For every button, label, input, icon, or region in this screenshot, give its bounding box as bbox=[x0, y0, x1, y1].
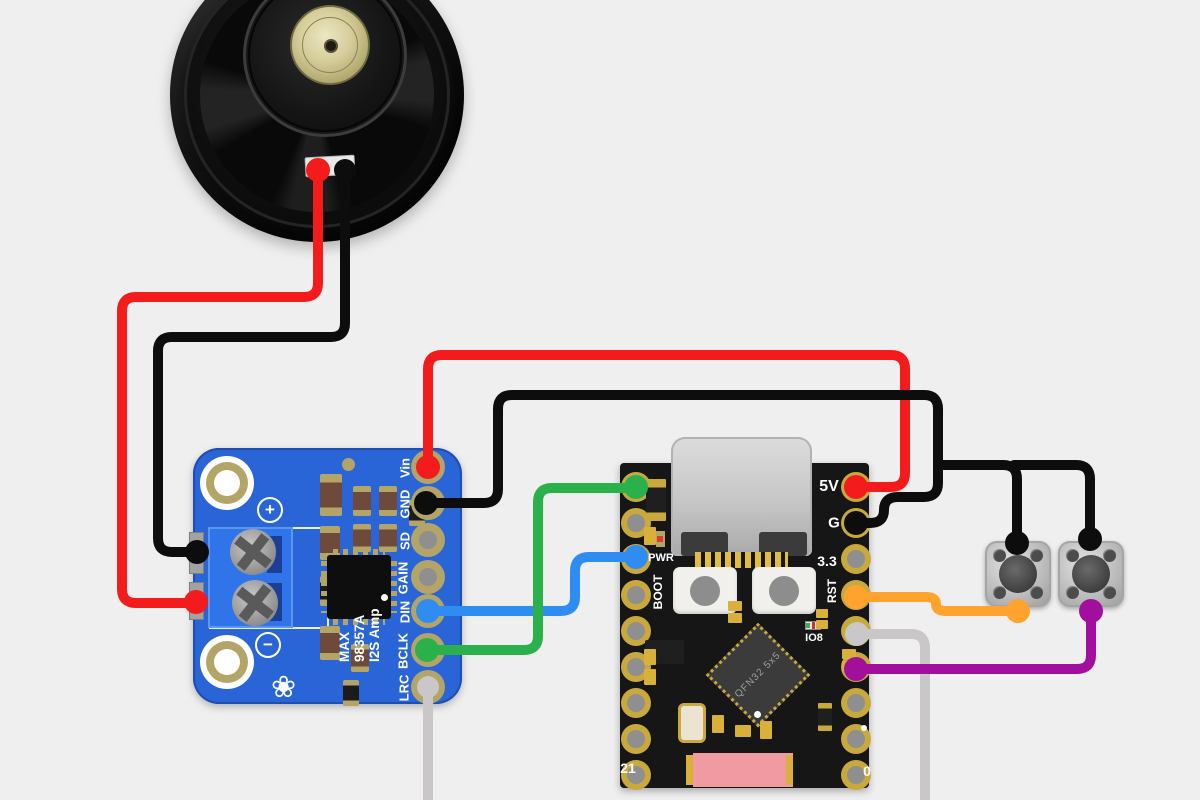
dot-speaker-black bbox=[334, 159, 356, 181]
wire-bclk-green bbox=[422, 483, 641, 655]
power-led bbox=[656, 531, 665, 547]
wire-speaker-red bbox=[117, 165, 323, 608]
smd-part bbox=[712, 715, 724, 733]
pad-sd bbox=[411, 523, 445, 557]
esp-pad-right-7 bbox=[841, 688, 871, 718]
smd-capacitor bbox=[320, 626, 340, 660]
esp-pad-left-7 bbox=[621, 688, 651, 718]
ceramic-antenna bbox=[693, 753, 793, 787]
esp-pad-left-4 bbox=[621, 580, 651, 610]
dot-esp-g bbox=[844, 511, 868, 535]
smd-capacitor bbox=[353, 486, 371, 516]
dot-esp-5v bbox=[844, 475, 868, 499]
smd-part bbox=[735, 725, 751, 737]
wire-ground-branch-left-button bbox=[933, 460, 1022, 548]
terminal-screw bbox=[230, 529, 276, 575]
speaker bbox=[170, 0, 464, 242]
speaker-backplate bbox=[290, 5, 370, 85]
smd-resistor bbox=[343, 680, 359, 706]
smd-part bbox=[644, 527, 656, 545]
esp-pad-left-5 bbox=[621, 616, 651, 646]
dot-esp-din bbox=[624, 545, 648, 569]
antenna-pad bbox=[786, 755, 793, 785]
pin1-marker bbox=[381, 594, 388, 601]
pad-gain bbox=[411, 560, 445, 594]
dot-gnd bbox=[414, 491, 438, 515]
dot-terminal-black bbox=[185, 540, 209, 564]
smd-part bbox=[728, 601, 742, 611]
wire-speaker-black bbox=[153, 165, 350, 557]
smd-capacitor bbox=[353, 524, 371, 552]
dot-btn-left-black bbox=[1005, 531, 1029, 555]
smd-diode bbox=[646, 479, 666, 521]
smd-capacitor bbox=[351, 644, 369, 672]
label-21: 21 bbox=[620, 760, 636, 776]
smd-capacitor bbox=[818, 703, 832, 731]
mounting-hole bbox=[200, 635, 254, 689]
dot-terminal-red bbox=[184, 590, 208, 614]
wire-din-blue bbox=[423, 552, 641, 616]
wire-gpio-purple bbox=[851, 606, 1096, 674]
esp-pad-left-9 bbox=[621, 760, 651, 790]
dot-vin bbox=[416, 455, 440, 479]
smd-part bbox=[644, 669, 656, 685]
dot-btn-right-black bbox=[1078, 527, 1102, 551]
smd-part bbox=[816, 609, 828, 618]
esp-pad-3v3 bbox=[841, 544, 871, 574]
smd-capacitor bbox=[320, 474, 342, 516]
wire-power-red bbox=[423, 350, 910, 492]
minus-symbol: − bbox=[255, 632, 281, 658]
label-pwr: PWR bbox=[648, 552, 674, 564]
dot-speaker-red bbox=[306, 158, 330, 182]
dot-btn-left-orange bbox=[1006, 599, 1030, 623]
speaker-center-hole bbox=[324, 39, 338, 53]
dot-esp-rst bbox=[844, 585, 868, 609]
smd-capacitor bbox=[379, 524, 397, 552]
wire-rst-orange bbox=[851, 592, 1023, 616]
dot-esp-bclk bbox=[624, 475, 648, 499]
dot-lrc bbox=[417, 676, 439, 698]
esp32-board: 5V G 3.3 RST PWR BOOT IO8 21 0 QFN32 5x5 bbox=[620, 437, 871, 790]
label-5v: 5V bbox=[819, 478, 839, 495]
dot-bclk bbox=[415, 638, 439, 662]
reset-button bbox=[752, 567, 816, 614]
via bbox=[342, 458, 355, 471]
smd-part bbox=[728, 613, 742, 623]
pushbutton-cap bbox=[1072, 555, 1110, 593]
screw-terminal bbox=[208, 527, 293, 628]
smd-part bbox=[760, 721, 772, 739]
smd-part bbox=[816, 620, 828, 629]
adafruit-logo: ❀ bbox=[271, 671, 297, 704]
dot-esp-gray bbox=[845, 622, 869, 646]
plus-symbol: + bbox=[257, 497, 283, 523]
label-io8: IO8 bbox=[805, 632, 823, 644]
label-0: 0 bbox=[863, 763, 871, 779]
dot-btn-right-purple bbox=[1079, 599, 1103, 623]
wire-gpio-gray bbox=[852, 629, 930, 800]
usb-solder-pins bbox=[695, 552, 788, 568]
pushbutton-right bbox=[1058, 541, 1124, 607]
pushbutton-cap bbox=[999, 555, 1037, 593]
wire-ground-branch-right-button bbox=[1009, 460, 1095, 544]
esp-pad-left-8 bbox=[621, 724, 651, 754]
max98357a-chip bbox=[321, 549, 397, 625]
label-g: G bbox=[828, 514, 840, 532]
dot-esp-purple bbox=[844, 657, 868, 681]
silkscreen-dot bbox=[861, 725, 867, 731]
terminal-screw bbox=[232, 580, 278, 626]
smd-part bbox=[644, 649, 656, 665]
smd-capacitor bbox=[379, 486, 397, 516]
mounting-hole bbox=[200, 456, 254, 510]
wire-ground-black bbox=[421, 390, 943, 528]
label-3v3: 3.3 bbox=[817, 553, 837, 569]
dot-din bbox=[416, 599, 440, 623]
smd-part bbox=[842, 649, 856, 659]
esp-pad-right-9 bbox=[841, 760, 871, 790]
chip-marker-dot bbox=[754, 711, 761, 718]
speaker-backplate-ring bbox=[302, 17, 358, 73]
antenna-pad bbox=[686, 755, 693, 785]
boot-button bbox=[673, 567, 737, 614]
crystal-oscillator bbox=[678, 703, 706, 743]
